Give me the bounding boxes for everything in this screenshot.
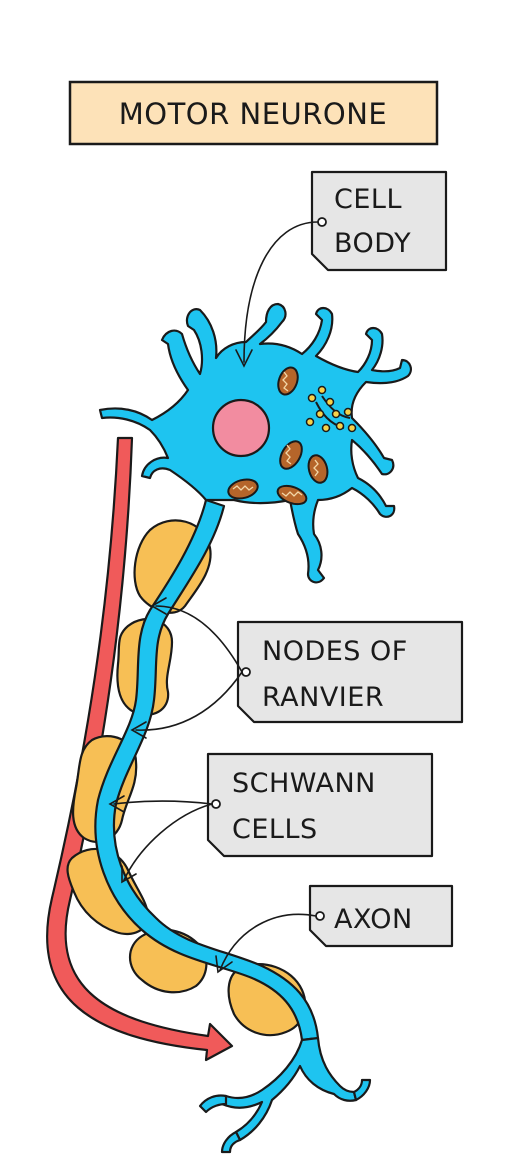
label-axon: AXON bbox=[308, 884, 454, 948]
mitochondrion-5 bbox=[276, 484, 308, 506]
terminal-twig-3 bbox=[352, 1078, 372, 1102]
axon-terminals bbox=[220, 1036, 358, 1142]
label-schwann-line1: SCHWANN bbox=[232, 768, 376, 799]
mitochondrion-3 bbox=[307, 454, 329, 484]
pointer-axon bbox=[219, 913, 317, 971]
label-nodes-of-ranvier: NODES OF RANVIER bbox=[236, 620, 464, 724]
label-schwann-line2: CELLS bbox=[232, 814, 318, 845]
label-cell-body-line2: BODY bbox=[334, 228, 411, 259]
mitochondrion-2 bbox=[279, 440, 303, 470]
pointer-schwann-2 bbox=[123, 803, 213, 881]
pointer-schwann-1 bbox=[113, 800, 213, 805]
pointer-lines bbox=[108, 221, 319, 974]
label-cell-body: CELL BODY bbox=[310, 170, 448, 272]
pointer-node-1 bbox=[155, 605, 243, 673]
terminal-twig-1 bbox=[198, 1094, 228, 1114]
organelles bbox=[211, 366, 357, 506]
label-schwann-cells: SCHWANN CELLS bbox=[206, 752, 434, 858]
pointer-cell-body bbox=[243, 221, 319, 363]
page-title: MOTOR NEURONE bbox=[119, 97, 388, 131]
label-nodes-line1: NODES OF bbox=[262, 636, 408, 667]
label-cell-body-line1: CELL bbox=[334, 184, 402, 215]
mitochondria bbox=[227, 366, 329, 506]
mitochondria-cristae bbox=[232, 371, 319, 497]
title-box: MOTOR NEURONE bbox=[68, 80, 439, 146]
label-nodes-line2: RANVIER bbox=[262, 682, 384, 713]
terminal-twig-2 bbox=[220, 1130, 242, 1154]
label-axon-text: AXON bbox=[334, 904, 413, 935]
mitochondrion-4 bbox=[227, 478, 259, 500]
mitochondrion-1 bbox=[277, 366, 299, 396]
golgi-vesicles bbox=[305, 385, 357, 433]
pointer-node-2 bbox=[135, 671, 243, 731]
nucleus bbox=[211, 398, 271, 458]
